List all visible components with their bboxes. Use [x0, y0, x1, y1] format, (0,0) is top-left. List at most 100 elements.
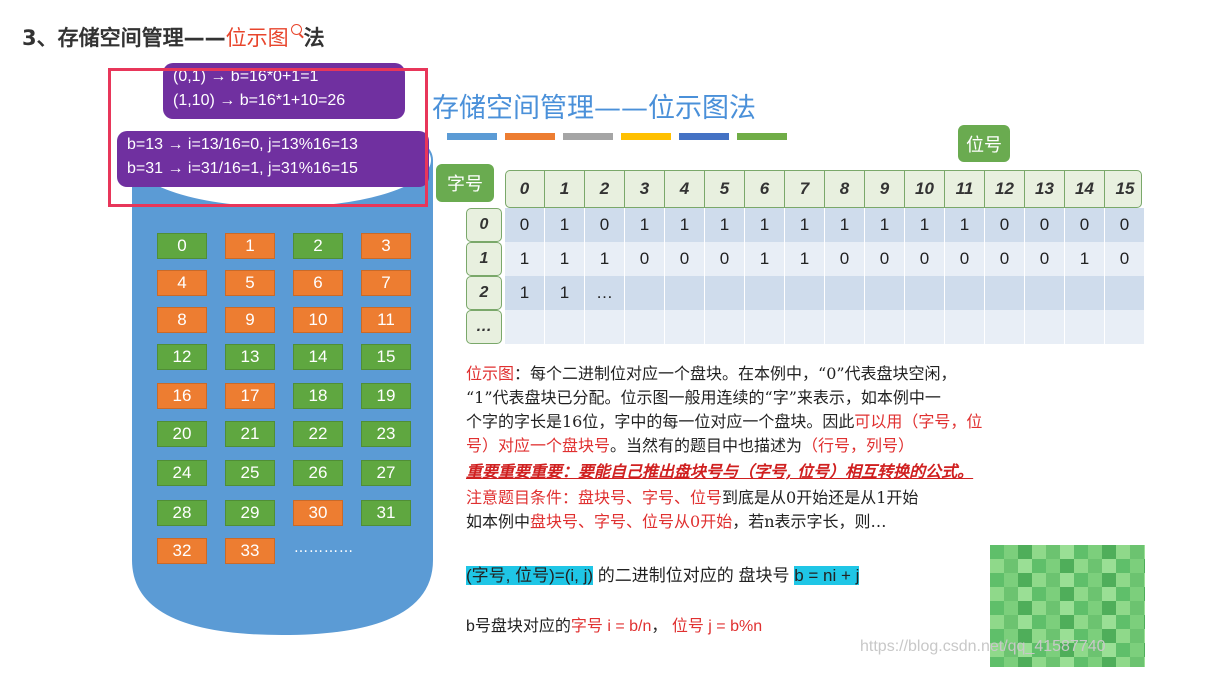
- row-header: 0: [466, 208, 502, 242]
- column-header: 10: [905, 170, 945, 208]
- column-header: 13: [1025, 170, 1065, 208]
- bit-cell: 0: [705, 242, 745, 276]
- bit-cell: 0: [945, 242, 985, 276]
- title-bar: [737, 133, 787, 140]
- highlight-frame: [108, 68, 428, 207]
- bit-cell: 0: [585, 208, 625, 242]
- column-header: 9: [865, 170, 905, 208]
- bit-cell: [785, 276, 825, 310]
- bit-cell: 1: [945, 208, 985, 242]
- text-span: 注意题目条件：盘块号、字号、位号: [466, 488, 723, 507]
- bit-cell: 1: [545, 242, 585, 276]
- page-heading: 3、存储空间管理——位示图法: [22, 22, 325, 52]
- bit-cell: 1: [585, 242, 625, 276]
- bit-cell: 1: [625, 208, 665, 242]
- disk-block: 22: [293, 421, 343, 447]
- column-header: 15: [1115, 179, 1135, 198]
- column-header: 7: [785, 170, 825, 208]
- title-bar: [679, 133, 729, 140]
- disk-block: 20: [157, 421, 207, 447]
- bit-cell: [1025, 276, 1065, 310]
- bit-cell: [905, 276, 945, 310]
- bit-cell: [785, 310, 825, 344]
- disk-block: 4: [157, 270, 207, 296]
- bit-cell: [1065, 310, 1105, 344]
- bit-cell: [1025, 310, 1065, 344]
- search-icon[interactable]: [290, 24, 302, 35]
- bit-cell: …: [585, 276, 625, 310]
- text-span: （行号，列号）: [802, 436, 915, 455]
- formula-line: b号盘块对应的字号 i = b/n， 位号 j = b%n: [466, 615, 762, 639]
- bit-cell: [865, 276, 905, 310]
- disk-block: 16: [157, 383, 207, 409]
- title-bar: [447, 133, 497, 140]
- column-header: 4: [665, 170, 705, 208]
- heading-suffix: 法: [303, 26, 325, 50]
- bit-cell: [865, 310, 905, 344]
- row-header: 1: [466, 242, 502, 276]
- disk-block: 31: [361, 500, 411, 526]
- column-header: 5: [705, 170, 745, 208]
- disk-block: 8: [157, 307, 207, 333]
- disk-block: 2: [293, 233, 343, 259]
- bit-cell: [825, 310, 865, 344]
- disk-block: 28: [157, 500, 207, 526]
- bit-cell: [585, 310, 625, 344]
- slide-title: 存储空间管理——位示图法: [432, 93, 756, 124]
- bit-cell: 0: [1105, 242, 1145, 276]
- disk-block: 15: [361, 344, 411, 370]
- text-span: 可以用（字号，位: [854, 412, 983, 431]
- bit-cell: 1: [705, 208, 745, 242]
- row-header: …: [466, 310, 502, 344]
- column-header: 14: [1065, 170, 1105, 208]
- callout-line: b=31 → i=31/16=1, j=31%16=15: [127, 160, 358, 177]
- bit-cell: 1: [545, 276, 585, 310]
- pixelated-bubble: [990, 545, 1145, 667]
- bit-cell: [625, 276, 665, 310]
- bit-cell: 0: [1105, 208, 1145, 242]
- bit-cell: 0: [625, 242, 665, 276]
- bit-cell: 1: [785, 242, 825, 276]
- column-header: 11: [945, 170, 985, 208]
- disk-block: 14: [293, 344, 343, 370]
- column-header: 12: [985, 170, 1025, 208]
- column-header: 0: [505, 170, 545, 208]
- title-bar: [563, 133, 613, 140]
- text-span: ：每个二进制位对应一个盘块。在本例中，“0”代表盘块空闲，: [514, 364, 957, 383]
- formula-line: (字号, 位号)=(i, j) 的二进制位对应的 盘块号 b = ni + j: [466, 564, 860, 588]
- bit-cell: 0: [865, 242, 905, 276]
- column-header: 8: [825, 170, 865, 208]
- bit-cell: 0: [905, 242, 945, 276]
- heading-link[interactable]: 位示图: [225, 26, 289, 50]
- heading-prefix: 3、存储空间管理——: [22, 26, 226, 50]
- bit-cell: 1: [865, 208, 905, 242]
- bit-cell: 1: [665, 208, 705, 242]
- bit-cell: [705, 276, 745, 310]
- bit-cell: 1: [825, 208, 865, 242]
- callout-bottom: b=13 → i=13/16=0, j=13%16=13 b=31 → i=31…: [117, 131, 429, 187]
- disk-block: 11: [361, 307, 411, 333]
- disk-block: 32: [157, 538, 207, 564]
- disk-block: 21: [225, 421, 275, 447]
- bit-cell: [1105, 310, 1145, 344]
- important-note: 重要重要重要：要能自己推出盘块号与（字号, 位号）相互转换的公式。: [466, 462, 974, 481]
- text-span: 个字的字长是16位，字中的每一位对应一个盘块。因此: [466, 412, 855, 431]
- bit-cell: [745, 276, 785, 310]
- bit-cell: [945, 276, 985, 310]
- text-line: 注意题目条件：盘块号、字号、位号到底是从0开始还是从1开始: [466, 486, 918, 510]
- callout-top: (0,1) → b=16*0+1=1 (1,10) → b=16*1+10=26: [163, 63, 405, 119]
- text-span: ，: [651, 618, 672, 635]
- disk-block: 29: [225, 500, 275, 526]
- bit-cell: 1: [1065, 242, 1105, 276]
- disk-block: 10: [293, 307, 343, 333]
- disk-block: 26: [293, 460, 343, 486]
- text-span: b号盘块对应的: [466, 618, 571, 635]
- formula-highlight: b = ni + j: [794, 566, 860, 585]
- title-bar: [621, 133, 671, 140]
- bit-cell: [745, 310, 785, 344]
- bit-cell: 0: [985, 208, 1025, 242]
- bit-cell: [985, 276, 1025, 310]
- disk-block: 23: [361, 421, 411, 447]
- callout-line: (0,1) → b=16*0+1=1: [173, 68, 319, 85]
- bit-cell: [905, 310, 945, 344]
